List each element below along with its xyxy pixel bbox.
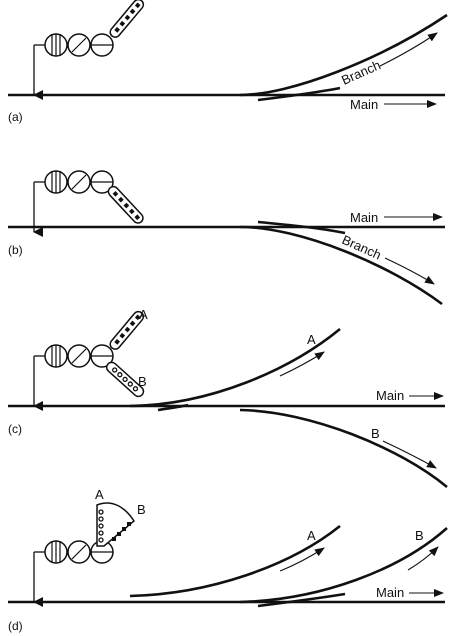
- route-b-label: B: [415, 528, 424, 543]
- panel-caption: (c): [8, 422, 22, 436]
- turnout-point: [257, 592, 346, 608]
- signal-head: [34, 34, 113, 95]
- route-b-track: [239, 408, 448, 489]
- route-a-direction-arrow: [279, 351, 325, 377]
- panel-caption: (b): [8, 243, 23, 257]
- turnout-point: [257, 220, 346, 235]
- main-label: Main: [350, 210, 378, 225]
- route-a-track: [129, 327, 341, 408]
- main-label: Main: [350, 97, 378, 112]
- branch-track: [239, 13, 448, 97]
- signal-head: [34, 345, 113, 406]
- junction-indicator-arm: [109, 0, 145, 38]
- branch-track: [239, 225, 443, 306]
- route-a-label: A: [307, 528, 316, 543]
- indicator-arm-a: [109, 310, 145, 350]
- signal-head: [34, 171, 113, 232]
- branch-direction-arrow: [384, 257, 435, 285]
- panel-c: A B A Main B (c): [8, 307, 448, 489]
- route-b-label: B: [371, 426, 380, 441]
- branch-direction-arrow: [379, 32, 438, 67]
- route-a-label: A: [307, 332, 316, 347]
- junction-indicator-arm: [107, 185, 144, 224]
- main-label: Main: [376, 388, 404, 403]
- arm-b-label: B: [137, 502, 146, 517]
- panel-caption: (a): [8, 110, 23, 124]
- route-b-direction-arrow: [382, 440, 437, 469]
- route-a-turnout-point: [157, 403, 189, 412]
- panel-caption: (d): [8, 619, 23, 633]
- indicator-arm-b: [105, 361, 145, 398]
- route-b-track: [239, 527, 448, 604]
- panel-d: A B A B Main (d): [8, 487, 448, 633]
- route-b-direction-arrow: [407, 546, 439, 571]
- turnout-point: [257, 86, 341, 102]
- signal-head: [34, 541, 113, 602]
- arm-a-label: A: [95, 487, 104, 502]
- route-a-direction-arrow: [279, 547, 325, 572]
- arm-a-label: A: [139, 307, 148, 322]
- main-label: Main: [376, 585, 404, 600]
- panel-b: Main Branch (b): [8, 171, 445, 306]
- route-a-track: [129, 524, 341, 598]
- arm-b-label: B: [138, 374, 147, 389]
- indicator-arc: [96, 502, 135, 547]
- panel-a: Branch Main (a): [8, 0, 448, 124]
